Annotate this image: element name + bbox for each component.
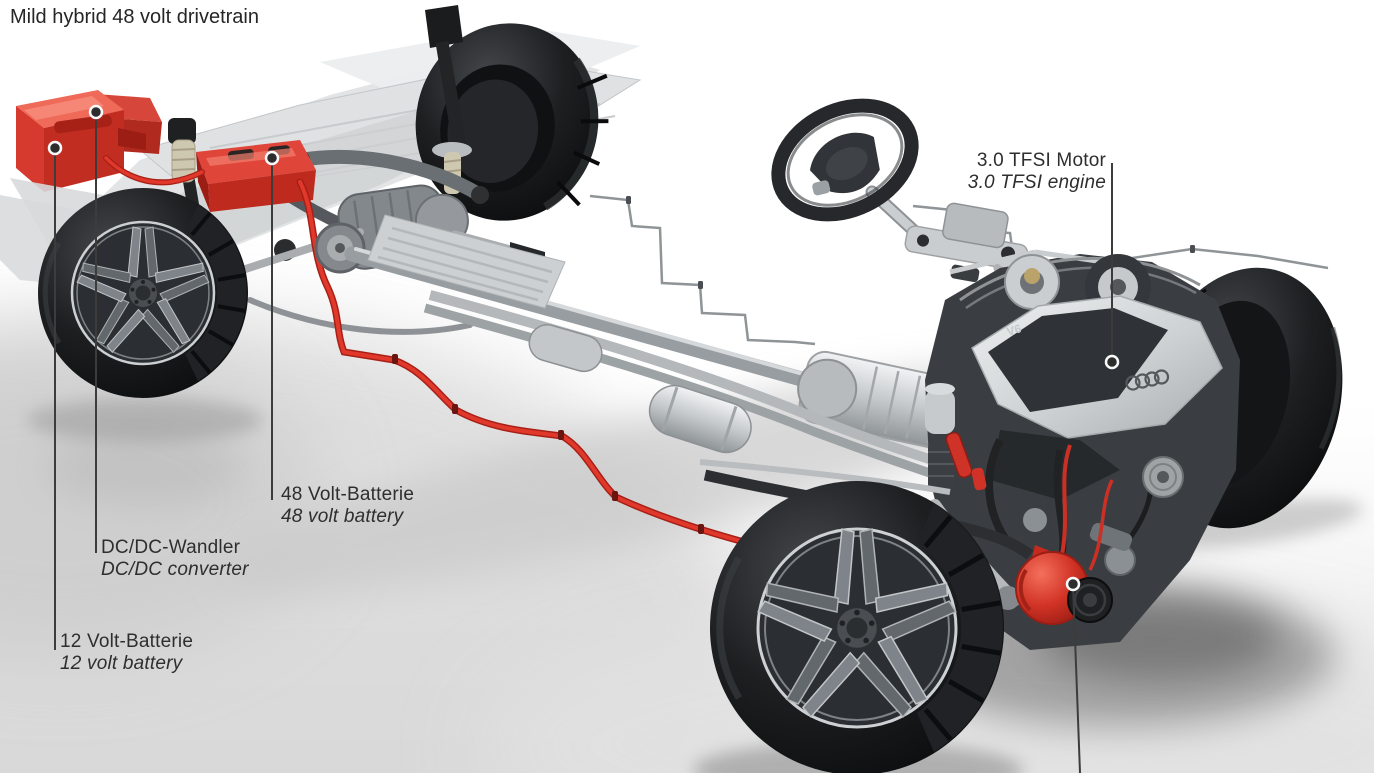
rear-left-wheel: [38, 188, 248, 398]
anchor-dot-starter-generator: [1065, 576, 1081, 592]
engine-badge: V6: [1005, 321, 1023, 339]
label-engine-de: 3.0 TFSI Motor: [976, 150, 1106, 171]
label-12v-battery-en: 12 volt battery: [60, 652, 183, 674]
strut-mount-left: [1004, 254, 1060, 310]
audi-rings-logo: [1125, 369, 1170, 391]
label-dcdc-converter: DC/DC-Wandler DC/DC converter: [101, 537, 249, 580]
label-dcdc-converter-en: DC/DC converter: [101, 558, 249, 580]
heat-shield: [367, 214, 566, 309]
diagram-title: Mild hybrid 48 volt drivetrain: [10, 6, 259, 28]
label-48v-battery-de: 48 Volt-Batterie: [281, 484, 415, 505]
front-left-wheel: [710, 481, 1004, 773]
anchor-dot-dcdc: [88, 104, 104, 120]
rear-right-wheel: [415, 23, 609, 221]
label-48v-battery-en: 48 volt battery: [281, 505, 404, 527]
label-engine: 3.0 TFSI Motor 3.0 TFSI engine: [968, 150, 1106, 193]
label-12v-battery-de: 12 Volt-Batterie: [60, 631, 194, 652]
leader-lines: [54, 112, 1113, 773]
leader-dots: [47, 104, 1120, 592]
label-48v-battery: 48 Volt-Batterie 48 volt battery: [281, 484, 414, 527]
label-dcdc-converter-de: DC/DC-Wandler: [101, 537, 241, 558]
battery-48v: [196, 140, 316, 212]
anchor-dot-48v-battery: [264, 150, 280, 166]
label-12v-battery: 12 Volt-Batterie 12 volt battery: [60, 631, 193, 674]
steering-wheel: [771, 98, 919, 222]
engine-cover: V6: [971, 295, 1223, 439]
catalytic-converter: [648, 384, 752, 454]
anchor-dot-12v-battery: [47, 140, 63, 156]
belt-starter-generator: [1015, 444, 1114, 625]
label-engine-en: 3.0 TFSI engine: [967, 171, 1106, 193]
air-suspension-spring: [168, 118, 196, 183]
red-suspension-link: [945, 431, 973, 479]
leader-line-starter-generator: [1072, 583, 1081, 773]
anchor-dot-engine: [1104, 354, 1120, 370]
battery-12v: [16, 90, 146, 192]
